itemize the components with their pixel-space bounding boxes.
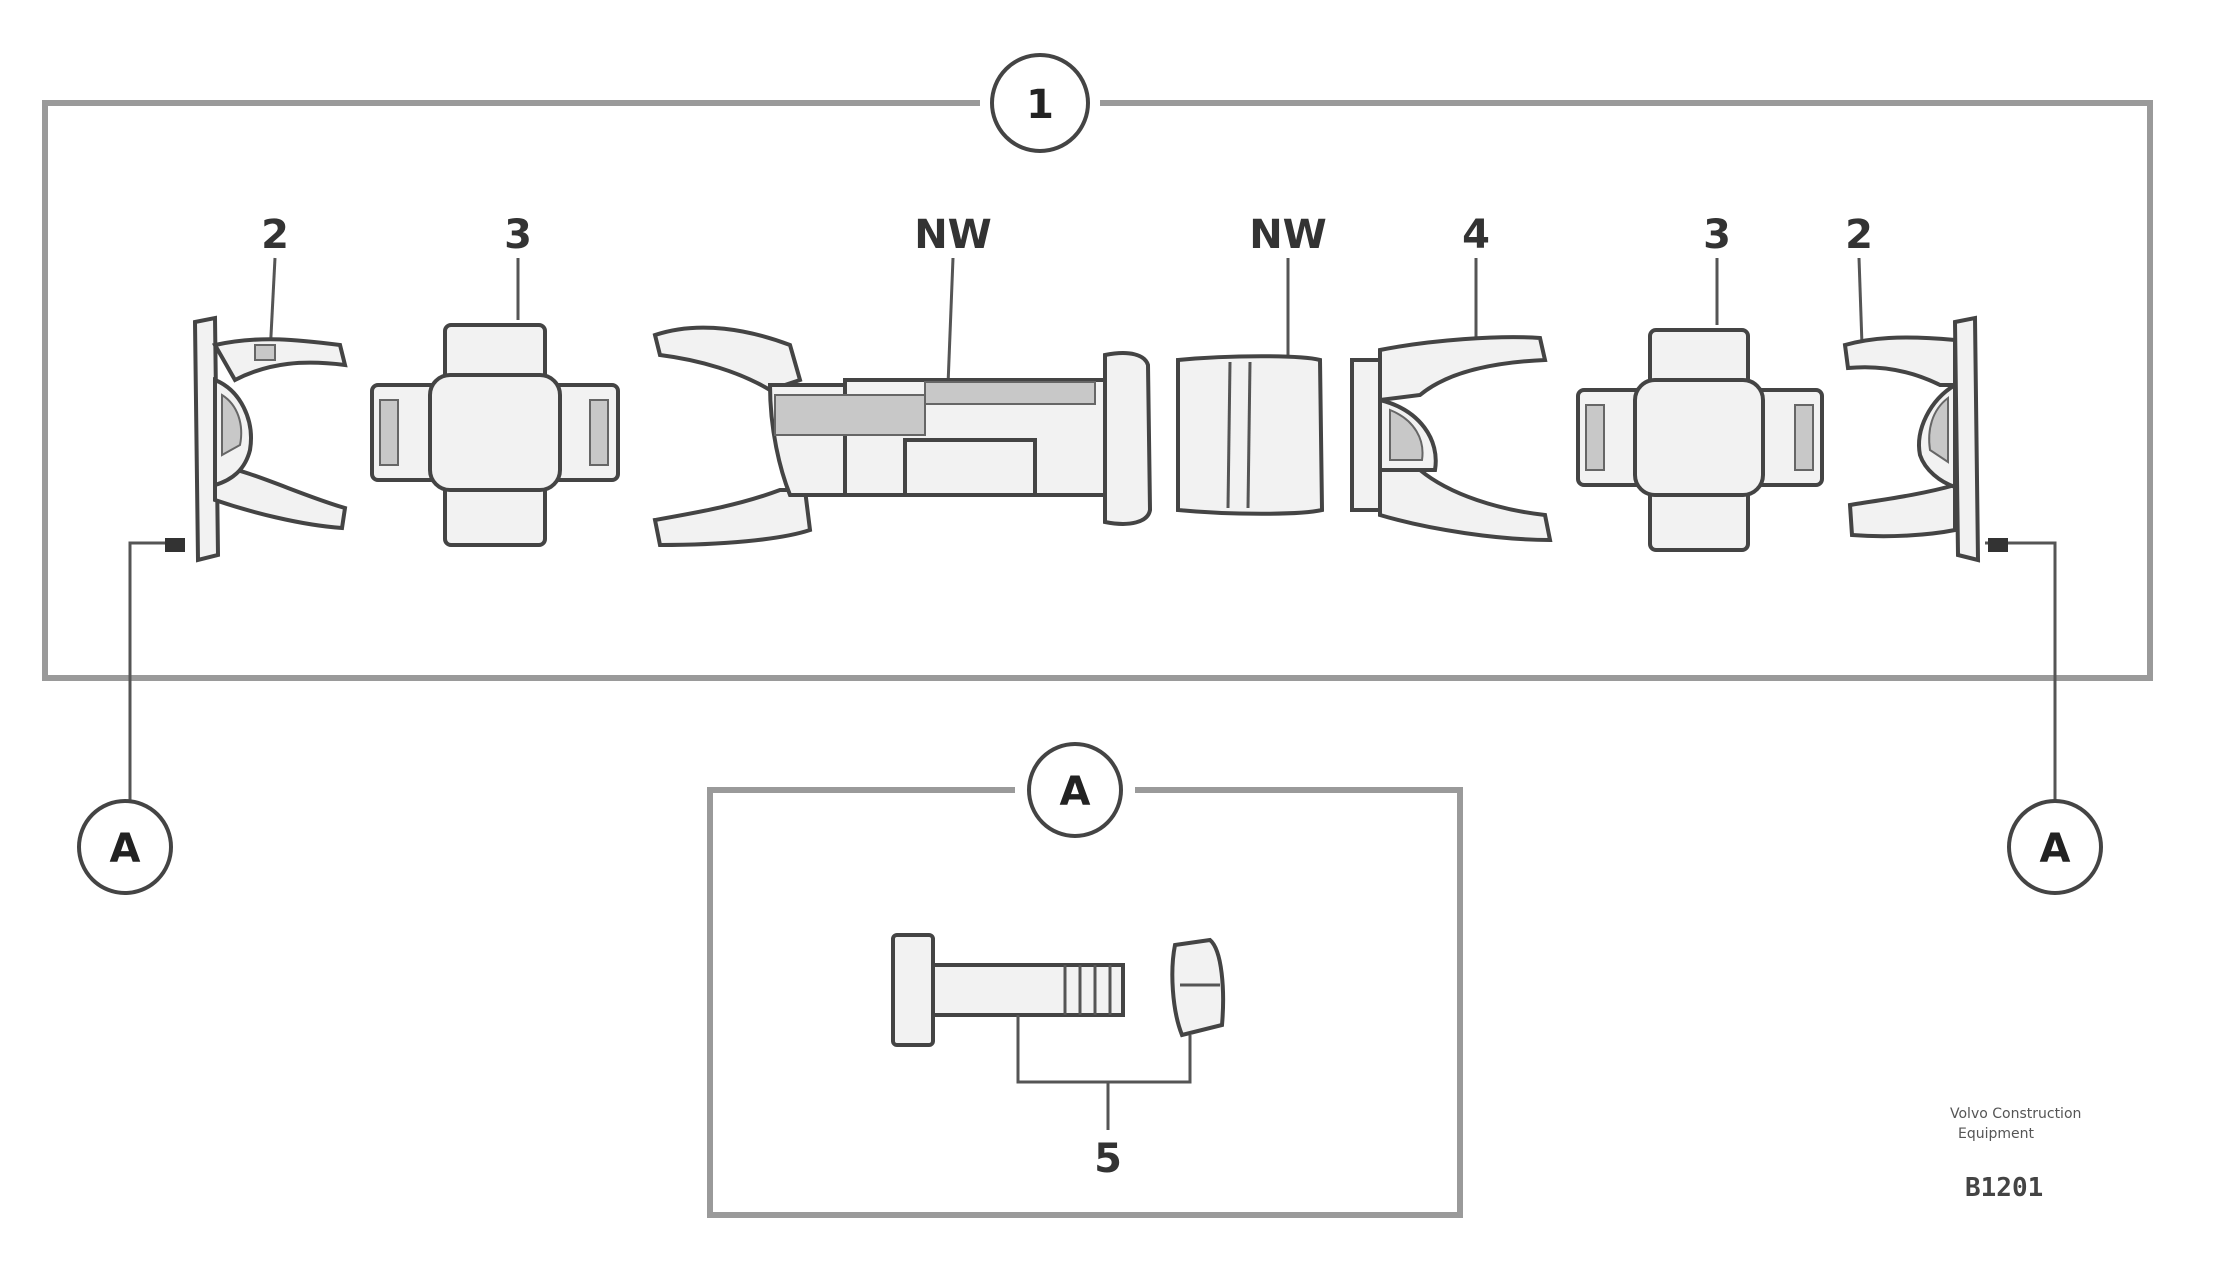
leader-shaft-nw [946,257,955,386]
callout-assembly-label: 1 [1026,82,1054,128]
leader-bolt-set [1016,1015,1192,1084]
slip-yoke-shaft [652,325,1153,548]
label-bolt-set: 5 [1094,1136,1122,1182]
leader-line-right [1985,541,2057,800]
universal-cross-left [370,323,620,547]
label-yoke-mid: 4 [1462,212,1490,258]
weld-yoke-mid [1350,335,1553,543]
label-shaft-nw: NW [914,212,992,258]
label-yoke-left: 2 [261,212,289,258]
callout-assembly: 1 [980,53,1100,153]
figure-code: B1201 [1965,1173,2043,1203]
callout-a-left: A [77,799,173,895]
callout-a-left-label: A [110,826,141,872]
label-yoke-right: 2 [1845,212,1873,258]
publisher-line-1: Volvo Construction [1950,1106,2081,1122]
callout-detail-a: A [1015,742,1135,838]
label-cross-right: 3 [1703,212,1731,258]
callout-detail-a-label: A [1060,769,1091,815]
callout-a-right-label: A [2040,826,2071,872]
leader-line-left [128,541,180,800]
callout-a-right: A [2007,799,2103,895]
label-sleeve-nw: NW [1249,212,1327,258]
bolt [891,933,1125,1047]
publisher-line-2: Equipment [1958,1126,2035,1142]
nut [1170,937,1226,1038]
sleeve [1176,354,1325,516]
universal-cross-right [1576,328,1824,552]
flange-yoke-right [1842,315,2008,563]
flange-yoke-left [165,315,348,563]
label-cross-left: 3 [504,212,532,258]
leader-yoke-right [1857,257,1864,346]
